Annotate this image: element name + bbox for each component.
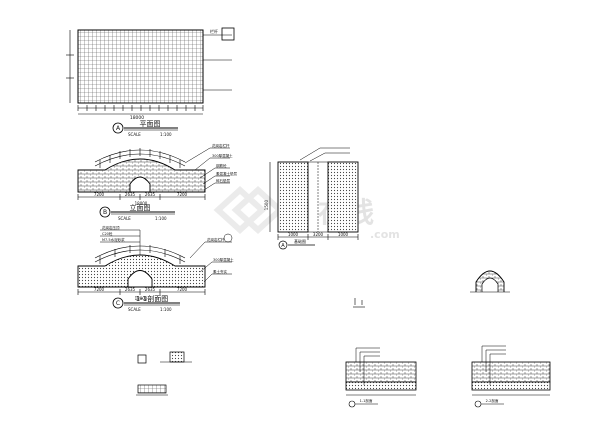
- elevation-dim-3: 2635: [145, 192, 156, 197]
- section-note-right-3: 素土夯实: [213, 269, 227, 274]
- section-note-right-2: 300厚混凝土: [213, 257, 234, 262]
- plan-marker-circle: [112, 122, 124, 134]
- elevation-note-2: 300厚混凝土: [212, 153, 233, 158]
- elevation-dim-1: 7200: [94, 192, 105, 197]
- detail-e-pavement: 2-2剖面: [471, 345, 551, 408]
- section-marker: C: [116, 300, 120, 307]
- detail-a-height-dim: 1500: [264, 200, 269, 211]
- detail-marks-small: [353, 298, 365, 308]
- detail-a-marker: A: [281, 243, 285, 249]
- elevation-view: 花岗岩栏杆 300厚混凝土 钢筋砼 素混凝土垫层 碎石垫层 7200 2635 …: [77, 143, 237, 221]
- detail-c-small: [136, 351, 192, 396]
- elevation-marker: B: [103, 209, 107, 216]
- watermark-url: .com: [370, 228, 400, 241]
- detail-a-title: 基础图: [294, 238, 306, 244]
- section-view: 花岗岩压顶 C20砼 M7.5水泥砂浆 花岗岩栏杆 300厚混凝土 素土夯实 7…: [77, 225, 234, 312]
- section-arch: [127, 270, 153, 288]
- section-dim-2: 2635: [125, 287, 136, 292]
- section-dim-3: 2635: [145, 287, 156, 292]
- elevation-total-dim: 18000: [135, 201, 148, 206]
- plan-dim-ticks: [77, 105, 204, 111]
- elevation-dim-4: 7200: [177, 192, 188, 197]
- elevation-scale-value: 1:100: [155, 216, 167, 221]
- watermark-logo-icon: [213, 185, 285, 235]
- section-note-left-3: M7.5水泥砂浆: [102, 237, 125, 242]
- detail-d-title: 2-2剖面: [486, 398, 499, 403]
- elevation-note-1: 花岗岩栏杆: [212, 143, 230, 148]
- detail-d-pavement: 1-1剖面: [345, 347, 417, 408]
- detail-c-title: 1-1剖面: [360, 398, 373, 403]
- watermark: 在线 .com: [213, 185, 400, 241]
- detail-a-foundation: 1500 1000 3200 1000 A 基础图: [264, 147, 359, 250]
- plan-title: 平面图: [140, 120, 161, 128]
- plan-scale-value: 1:100: [160, 132, 172, 137]
- detail-a-dim-3: 1000: [338, 232, 349, 237]
- elevation-railing: [94, 148, 186, 168]
- section-note-left-1: 花岗岩压顶: [102, 225, 120, 230]
- elevation-note-5: 碎石垫层: [216, 178, 230, 183]
- elevation-title: 立面图: [130, 203, 151, 212]
- elevation-note-3: 钢筋砼: [216, 163, 227, 168]
- plan-note-top: 栏杆: [210, 28, 218, 34]
- elevation-dim-2: 2635: [125, 192, 136, 197]
- elevation-bridge-body: [77, 158, 206, 193]
- plan-scale-label: SCALE: [128, 132, 141, 137]
- section-title: 1-1剖面图: [136, 294, 168, 303]
- section-scale-label: SCALE: [128, 307, 141, 312]
- plan-marker: A: [116, 125, 121, 132]
- elevation-scale-label: SCALE: [118, 216, 131, 221]
- section-dim-4: 7200: [177, 287, 188, 292]
- section-total-dim: 18000: [135, 296, 148, 301]
- plan-total-dim: 18000: [130, 115, 144, 121]
- detail-a-dim-2: 3200: [313, 232, 324, 237]
- section-note-left-2: C20砼: [102, 231, 113, 236]
- elevation-arch: [129, 176, 151, 193]
- plan-view: 栏杆 18000 A 平面图 SCALE 1:100: [66, 27, 235, 137]
- section-scale-value: 1:100: [160, 307, 172, 312]
- detail-a-dim-1: 1000: [288, 232, 299, 237]
- plan-paving-grid: [77, 29, 204, 104]
- section-dim-1: 7200: [94, 287, 105, 292]
- section-note-right-1: 花岗岩栏杆: [207, 237, 225, 242]
- detail-b-arch: [470, 270, 510, 293]
- elevation-note-4: 素混凝土垫层: [216, 171, 237, 176]
